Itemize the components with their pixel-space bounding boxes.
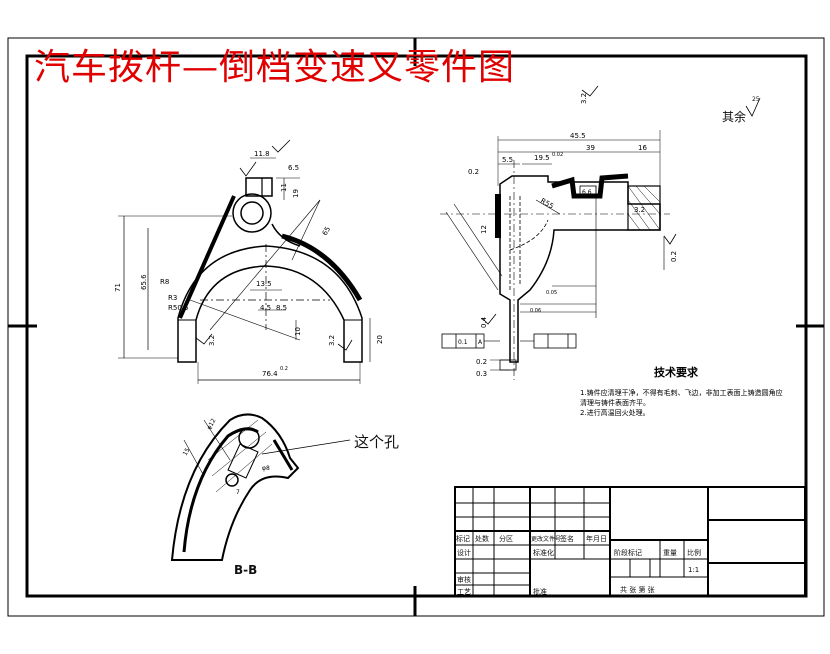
tb-scale-value: 1:1 bbox=[688, 566, 700, 574]
dim-side-0-06: 0.06 bbox=[530, 308, 541, 314]
dim-19: 19 bbox=[292, 189, 300, 198]
dim-65: 65 bbox=[321, 225, 332, 237]
tb-count: 处数 bbox=[475, 535, 489, 543]
tb-signature: 签名 bbox=[560, 535, 574, 543]
dim-side-5-5: 5.5 bbox=[502, 156, 513, 164]
tech-note-2: 2.进行高温回火处理。 bbox=[580, 409, 650, 417]
dim-r8: R8 bbox=[160, 278, 169, 286]
tb-review: 审核 bbox=[457, 576, 471, 584]
dim-side-3-2-top: 3.2 bbox=[580, 93, 588, 104]
svg-text:15: 15 bbox=[182, 447, 192, 457]
drawing-title: 汽车拨杆—倒档变速叉零件图 bbox=[34, 47, 516, 88]
dim-side-0-4: 0.4 bbox=[480, 316, 488, 328]
svg-text:7: 7 bbox=[236, 489, 240, 496]
tb-approve: 批准 bbox=[533, 588, 547, 596]
tb-weight: 重量 bbox=[663, 549, 677, 557]
dim-20: 20 bbox=[376, 335, 384, 344]
dim-3-2-left: 3.2 bbox=[208, 335, 216, 346]
dim-side-r55: R55 bbox=[539, 197, 555, 211]
tb-zone: 分区 bbox=[499, 535, 513, 543]
dim-10: 10 bbox=[294, 327, 302, 336]
dim-side-19-5: 19.5 bbox=[534, 154, 550, 162]
front-view bbox=[118, 157, 371, 384]
dim-side-0-02: 0.02 bbox=[552, 152, 563, 158]
dim-side-6-6: 6.6 bbox=[582, 189, 592, 196]
tb-mark: 标记 bbox=[456, 535, 470, 543]
tol-frame-left-datum: A bbox=[478, 339, 483, 346]
tech-note-1-cont: 清理与铸件表面齐平。 bbox=[580, 399, 650, 407]
dim-65-6: 65.6 bbox=[140, 274, 148, 290]
svg-text:φ12: φ12 bbox=[206, 417, 218, 431]
dim-side-0-3: 0.3 bbox=[476, 370, 487, 378]
dim-side-0-2-right: 0.2 bbox=[670, 251, 678, 262]
dim-side-0-2: 0.2 bbox=[468, 168, 479, 176]
roughness-value: 25 bbox=[752, 96, 760, 103]
side-view bbox=[440, 130, 670, 380]
front-view-dimensions: 11.8 6.5 11 19 65 R8 R3 13.5 4.5 8.5 10 … bbox=[114, 150, 384, 378]
section-b-b-view bbox=[170, 413, 351, 561]
tb-date: 年月日 bbox=[586, 535, 607, 543]
section-label: B-B bbox=[234, 563, 258, 577]
tb-change-doc: 更改文件号 bbox=[531, 536, 562, 543]
technical-requirements-notes: 1.铸件应清理干净，不得有毛刺、飞边，非加工表面上铸造圆角应 清理与铸件表面齐平… bbox=[580, 388, 795, 418]
dim-side-0-2-bottom: 0.2 bbox=[476, 358, 487, 366]
dim-8-5: 8.5 bbox=[276, 304, 287, 312]
dim-11-8: 11.8 bbox=[254, 150, 270, 158]
svg-text:φ8: φ8 bbox=[262, 465, 270, 472]
title-block bbox=[454, 486, 806, 597]
roughness-note: 其余 bbox=[722, 110, 747, 124]
tb-stage-mark: 阶段标记 bbox=[614, 549, 642, 557]
centering-marks bbox=[8, 38, 824, 616]
dim-r50-5: R50.5 bbox=[168, 304, 188, 312]
dim-side-39: 39 bbox=[586, 144, 595, 152]
dim-6-5: 6.5 bbox=[288, 164, 299, 172]
dim-tol-0-2: 0.2 bbox=[280, 366, 288, 372]
tech-note-1: 1.铸件应清理干净，不得有毛刺、飞边，非加工表面上铸造圆角应 bbox=[580, 389, 783, 397]
tb-sheet-info: 共 张 第 张 bbox=[620, 586, 655, 594]
tb-scale-label: 比例 bbox=[687, 549, 701, 557]
dim-side-12: 12 bbox=[480, 225, 488, 234]
tb-standardization: 标准化 bbox=[533, 549, 554, 557]
dim-side-3-2-mid: 3.2 bbox=[634, 206, 645, 214]
dim-r3: R3 bbox=[168, 294, 177, 302]
dim-13-5: 13.5 bbox=[256, 280, 272, 288]
roughness-symbols-side bbox=[481, 85, 761, 325]
tol-frame-left-value: 0.1 bbox=[458, 339, 468, 346]
roughness-symbols-front bbox=[195, 139, 353, 351]
tb-process: 工艺 bbox=[457, 588, 471, 596]
tb-design: 设计 bbox=[457, 549, 471, 557]
side-view-dimensions: 3.2 45.5 39 16 5.5 19.5 0.02 0.2 6.6 3.2… bbox=[458, 93, 678, 378]
dim-side-45-5: 45.5 bbox=[570, 132, 586, 140]
technical-requirements-heading: 技术要求 bbox=[654, 366, 698, 379]
section-dimensions: 15 φ12 φ8 7 bbox=[182, 417, 270, 496]
dim-4-5: 4.5 bbox=[260, 304, 271, 312]
outer-frame bbox=[7, 37, 825, 617]
dim-side-0-05: 0.05 bbox=[546, 290, 557, 296]
dim-71: 71 bbox=[114, 283, 122, 292]
dim-11: 11 bbox=[280, 183, 288, 192]
hole-callout: 这个孔 bbox=[354, 433, 400, 451]
dim-3-2: 3.2 bbox=[328, 335, 336, 346]
dim-side-16: 16 bbox=[638, 144, 647, 152]
dim-76-4: 76.4 bbox=[262, 370, 278, 378]
inner-frame bbox=[25, 54, 808, 598]
